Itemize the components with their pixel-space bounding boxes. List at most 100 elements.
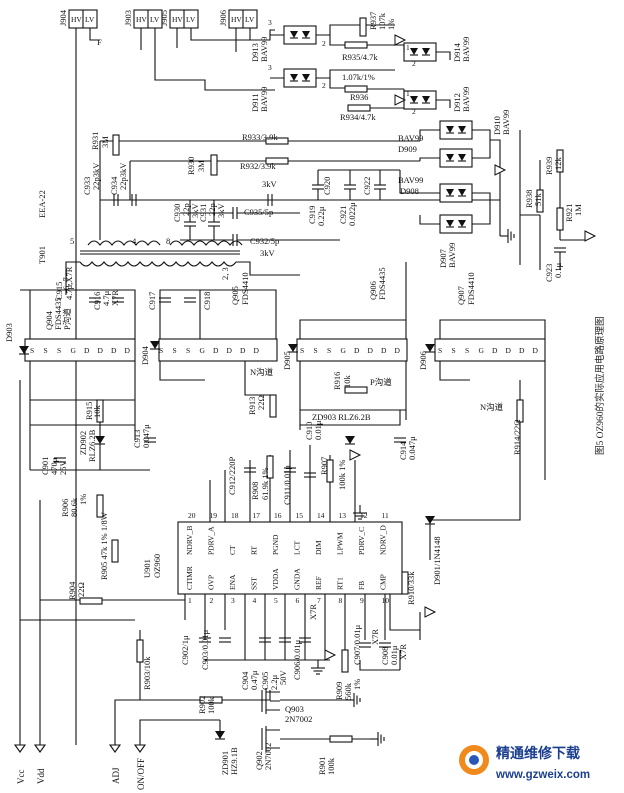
c907-label: C907/0.01μ: [352, 624, 362, 665]
transistor-q903: [261, 688, 280, 714]
svg-text:BAV99: BAV99: [259, 87, 269, 112]
mosfet-pin-label: D: [84, 346, 90, 355]
svg-text:0.047μ: 0.047μ: [407, 436, 417, 460]
svg-text:BAV99: BAV99: [259, 37, 269, 62]
c934-label: C934: [109, 176, 119, 195]
c921-label: C921: [338, 206, 348, 224]
svg-text:12k: 12k: [553, 157, 563, 171]
mosfet-pin-label: S: [438, 346, 442, 355]
c903-label: C903/0.01μ: [200, 629, 210, 670]
svg-text:3M: 3M: [100, 136, 110, 148]
r901-label: R901: [317, 757, 327, 775]
svg-text:0.1μ: 0.1μ: [553, 262, 563, 278]
figure-caption: 图5 OZ960的实际应用电路原理图: [594, 316, 606, 455]
r907-label: R907: [319, 457, 329, 475]
r930-label: R930: [186, 157, 196, 175]
connector-j904: [68, 9, 98, 29]
ic-pin-name: PDRV_C: [357, 527, 366, 555]
zd901-label: ZD901: [220, 751, 230, 775]
ic-pin-number: 5: [274, 596, 278, 605]
ic-pin-number: 9: [360, 596, 364, 605]
j906-lv-label: LV: [245, 15, 255, 24]
r902-label: R902: [197, 696, 207, 714]
port-vcc: [13, 744, 27, 753]
c917-label: C917: [147, 292, 157, 310]
ic-pin-name: DIM: [314, 540, 323, 555]
ic-pin-number: 20: [188, 511, 196, 520]
u901-part: OZ960: [152, 554, 162, 578]
svg-text:50V: 50V: [278, 670, 288, 686]
svg-text:1%: 1%: [386, 19, 396, 30]
r910-label: R910/33k: [406, 571, 416, 605]
ic-pin-number: 11: [382, 511, 389, 520]
mosfet-pin-label: D: [254, 346, 260, 355]
mosfet-q907: [434, 338, 546, 362]
mosfet-pin-label: G: [200, 346, 206, 355]
ic-pin-name: PDRV_A: [207, 526, 216, 555]
ic-pin-name: SST: [250, 577, 259, 590]
j904-f-label: F: [97, 37, 102, 47]
d903-label: D903: [4, 323, 14, 342]
r909-label: R909: [334, 682, 344, 700]
ic-pin-name: LCT: [293, 540, 302, 555]
mosfet-pin-label: D: [519, 346, 525, 355]
ic-pin-name: NDRV_B: [185, 526, 194, 555]
d910-label: D910: [492, 116, 502, 135]
svg-text:2: 2: [322, 81, 326, 90]
svg-text:470μ: 470μ: [49, 457, 59, 475]
port-adj: [108, 744, 122, 753]
transistor-q902: [261, 726, 280, 752]
ic-pin-number: 13: [339, 511, 347, 520]
connector-j905: [169, 9, 199, 29]
svg-text:3M: 3M: [196, 160, 206, 172]
r938-label: R938: [524, 190, 534, 208]
c908-label: C908: [380, 647, 390, 665]
d906-label: D906: [418, 351, 428, 370]
vdd-label: Vdd: [36, 768, 46, 784]
j904-ref: J904: [58, 9, 68, 26]
svg-text:HZ9.1B: HZ9.1B: [229, 747, 239, 775]
c915-label: C915: [54, 282, 64, 300]
ic-pin-name: NDRV_D: [379, 525, 388, 555]
mosfet-q905: [158, 338, 278, 362]
r932-label: R932/3.9k: [240, 161, 276, 171]
mosfet-pin-label: G: [71, 346, 77, 355]
mosfet-pin-label: G: [341, 346, 347, 355]
svg-text:1%: 1%: [352, 679, 362, 690]
svg-text:4.7μ,X7R: 4.7μ,X7R: [64, 266, 74, 300]
zd903-label: ZD903 RLZ6.2B: [312, 412, 371, 422]
mosfet-pin-label: S: [173, 346, 177, 355]
svg-text:2N7002: 2N7002: [263, 743, 273, 770]
c923-label: C923: [544, 264, 554, 282]
svg-text:X7R: X7R: [308, 604, 318, 620]
svg-text:107k: 107k: [377, 12, 387, 30]
r913-label: R913: [247, 397, 257, 415]
j905-lv-label: LV: [186, 15, 196, 24]
c931-label: C931: [198, 204, 208, 222]
j904-hv-label: HV: [71, 15, 82, 24]
r937-label: R937: [368, 12, 378, 30]
ic-pin-name: GNDA: [293, 568, 302, 590]
ic-pin-name: CT: [228, 545, 237, 555]
c920-label: C920: [322, 177, 332, 195]
q907-ref: Q907: [456, 286, 466, 305]
c933-label: C933: [82, 177, 92, 195]
r906-label: R906: [60, 499, 70, 517]
ic-pin-name: CTIMR: [185, 566, 194, 590]
svg-text:2: 2: [322, 39, 326, 48]
d904-label: D904: [140, 345, 150, 365]
r933-label: R933/3.9k: [242, 132, 278, 142]
svg-text:1M: 1M: [573, 204, 583, 216]
j906-ref: J906: [218, 10, 228, 26]
svg-text:1%: 1%: [78, 494, 88, 505]
svg-text:2: 2: [412, 59, 416, 68]
u901-ref: U901: [142, 559, 152, 578]
mosfet-pin-label: D: [111, 346, 117, 355]
mosfet-pin-label: S: [44, 346, 48, 355]
j904-lv-label: LV: [85, 15, 95, 24]
c902-label: C902/1μ: [180, 635, 190, 665]
svg-text:4: 4: [132, 236, 137, 246]
ic-pin-name: CMP: [379, 574, 388, 590]
mosfet-pin-label: D: [227, 346, 233, 355]
mosfet-q906: [296, 338, 408, 362]
